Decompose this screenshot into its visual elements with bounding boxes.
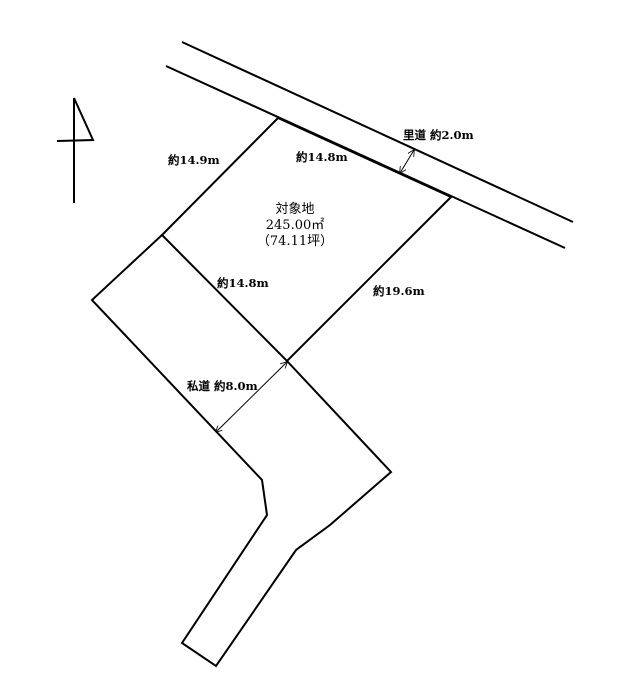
subject-area-sqm: 245.00㎡: [265, 218, 325, 233]
subject-title: 対象地: [275, 202, 315, 217]
private-road-width-arrow: [216, 362, 287, 432]
public-road-width-arrow: [400, 150, 414, 173]
private-road-label: 私道 約8.0m: [187, 379, 258, 393]
top-edge-length: 約14.8m: [296, 150, 348, 164]
private-road-outline: [90, 234, 393, 668]
public-road-label: 里道 約2.0m: [403, 128, 474, 142]
right-edge-length: 約19.6m: [373, 284, 425, 298]
public-road: [165, 41, 574, 249]
inner-edge-length: 約14.8m: [217, 276, 269, 290]
north-arrow-icon: [56, 97, 95, 203]
left-edge-length: 約14.9m: [168, 153, 220, 167]
subject-area-tsubo: （74.11坪）: [256, 234, 334, 249]
subject-lot-info: 対象地 245.00㎡ （74.11坪）: [245, 202, 345, 250]
